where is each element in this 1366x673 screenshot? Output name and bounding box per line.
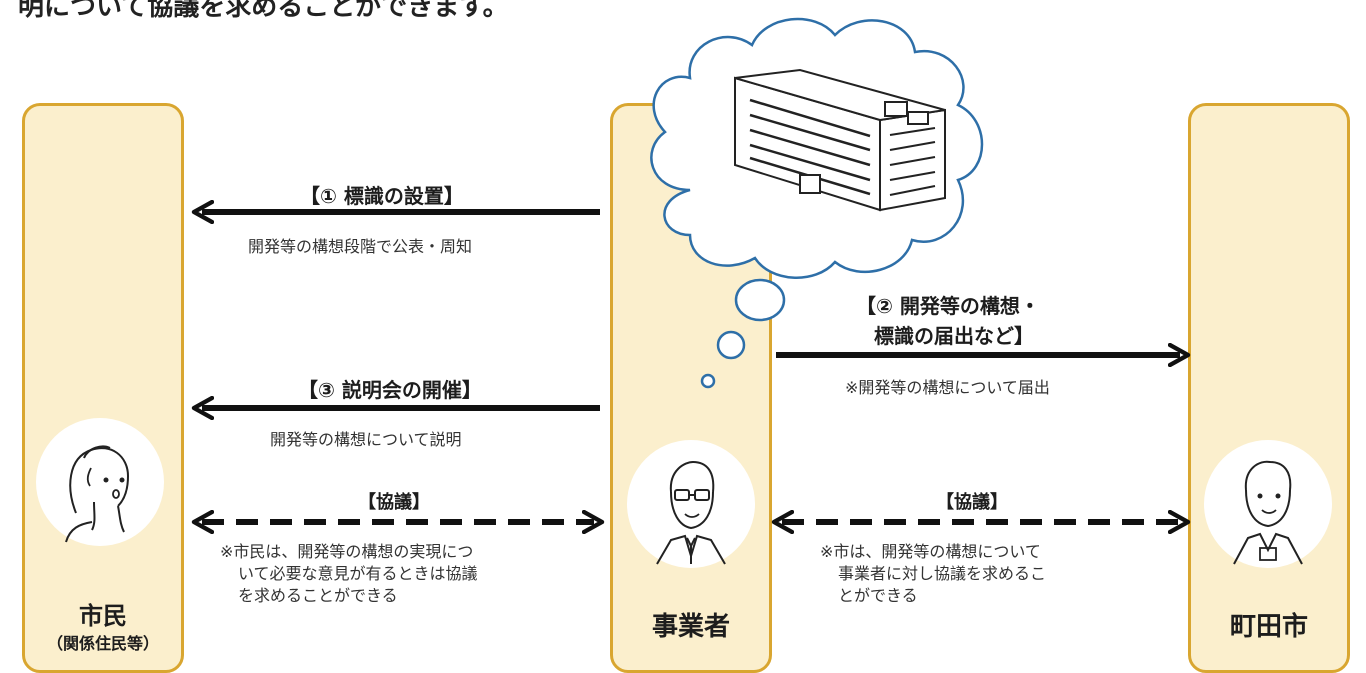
consult-citizen-title: 【協議】 [358, 492, 430, 513]
intro-text: 明について協議を求めることができます。 [18, 0, 509, 22]
notify-subtitle: ※開発等の構想について届出 [845, 378, 1050, 397]
thought-bubble-large [734, 278, 786, 322]
consult-city-note-line2: 事業者に対し協議を求めるこ [838, 564, 1047, 583]
thought-bubble-medium [716, 330, 746, 360]
citizen-sublabel: （関係住民等） [46, 634, 159, 653]
consult-citizen-note: ※市民は、開発等の構想の実現につ いて必要な意見が有るときは協議 を求めることが… [220, 541, 478, 607]
city-label: 町田市 [1229, 612, 1308, 642]
sign-title: 【① 標識の設置】 [300, 184, 464, 208]
briefing-subtitle: 開発等の構想について説明 [270, 430, 462, 449]
building-icon [734, 68, 946, 212]
notify-title-line1: 【② 開発等の構想・ [856, 294, 1040, 318]
consult-city-note-line3: とができる [838, 586, 918, 605]
consult-city-title: 【協議】 [936, 492, 1008, 513]
city-staff-icon [1233, 460, 1303, 565]
sign-subtitle: 開発等の構想段階で公表・周知 [248, 237, 473, 256]
citizen-label: 市民 [79, 602, 127, 630]
citizen-avatar [36, 418, 164, 546]
city-column [1188, 103, 1350, 673]
citizen-person-icon [65, 445, 130, 543]
developer-avatar [627, 440, 755, 568]
businessman-icon [656, 460, 726, 565]
consult-citizen-note-line2: いて必要な意見が有るときは協議 [238, 564, 478, 583]
developer-label: 事業者 [651, 612, 730, 642]
city-avatar [1204, 440, 1332, 568]
thought-bubble-small [700, 373, 716, 389]
notify-title-line2: 標識の届出など】 [874, 324, 1034, 348]
consult-citizen-note-line3: を求めることができる [238, 586, 398, 605]
consult-city-note-line1: ※市は、開発等の構想について [820, 542, 1041, 561]
citizen-column [22, 103, 184, 673]
consult-citizen-note-line1: ※市民は、開発等の構想の実現につ [220, 542, 474, 561]
briefing-title: 【③ 説明会の開催】 [298, 378, 482, 402]
consult-city-note: ※市は、開発等の構想について 事業者に対し協議を求めるこ とができる [820, 541, 1046, 607]
